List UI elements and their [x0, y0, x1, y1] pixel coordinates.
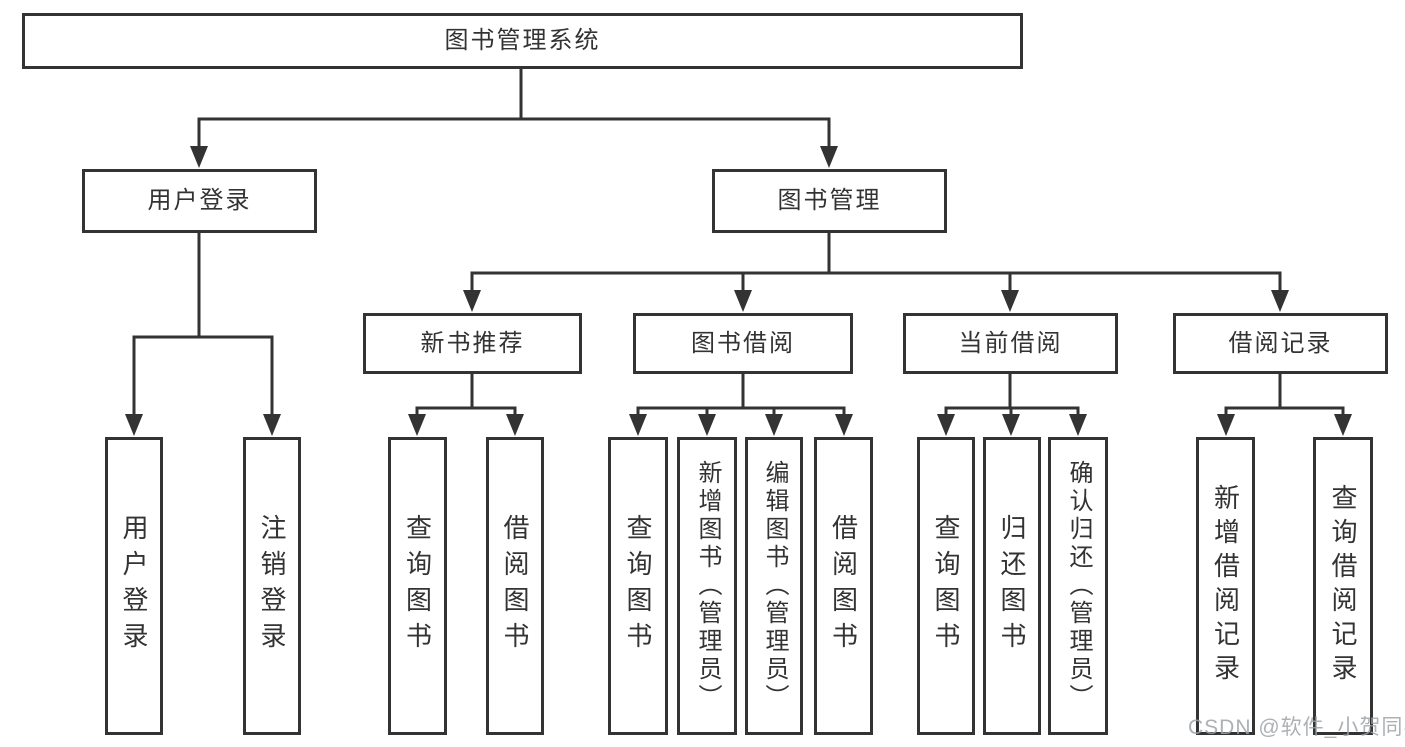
leaf-label: 借阅图书	[828, 514, 859, 658]
leaf-edit-books-admin: 编辑图书（管理员）	[745, 437, 803, 735]
leaf-add-borrow-record: 新增借阅记录	[1196, 437, 1255, 735]
leaf-label: 编辑图书（管理员）	[761, 460, 788, 712]
arrowhead-icon	[765, 414, 783, 436]
leaf-label: 新增借阅记录	[1210, 484, 1241, 688]
leaf-confirm-return-admin: 确认归还（管理员）	[1048, 437, 1108, 735]
node-label: 借阅记录	[1228, 329, 1333, 357]
leaf-user-login: 用户登录	[105, 437, 163, 735]
arrowhead-icon	[1002, 414, 1020, 436]
arrowhead-icon	[937, 414, 955, 436]
arrowhead-icon	[1001, 290, 1019, 312]
arrowhead-icon	[463, 290, 481, 312]
leaf-newbook-query-books: 查询图书	[388, 437, 447, 735]
leaf-add-books-admin: 新增图书（管理员）	[677, 437, 737, 735]
arrowhead-icon	[1217, 414, 1235, 436]
arrowhead-icon	[263, 414, 281, 436]
leaf-borrowing-query-books: 查询图书	[608, 437, 668, 735]
node-label: 图书管理	[777, 187, 882, 214]
edge-level3-bar	[470, 271, 1282, 294]
leaf-current-query-books: 查询图书	[917, 437, 975, 735]
arrowhead-icon	[1069, 414, 1087, 436]
node-book-borrowing: 图书借阅	[633, 313, 853, 374]
arrowhead-icon	[190, 146, 208, 168]
leaf-label: 查询图书	[931, 514, 961, 658]
edge-records-bar	[1224, 406, 1345, 418]
node-new-book-recommendation: 新书推荐	[363, 313, 582, 374]
leaf-label: 归还图书	[997, 514, 1027, 658]
node-label: 当前借阅	[958, 329, 1063, 357]
leaf-query-borrow-record: 查询借阅记录	[1313, 437, 1373, 735]
arrowhead-icon	[629, 414, 647, 436]
edge-userlogin-bar	[132, 335, 274, 418]
arrowhead-icon	[1271, 290, 1289, 312]
leaf-label: 借阅图书	[500, 514, 530, 658]
leaf-label: 查询图书	[402, 514, 433, 658]
node-user-login: 用户登录	[82, 169, 317, 233]
node-library-management-system: 图书管理系统	[22, 13, 1023, 69]
node-borrowing-records: 借阅记录	[1173, 313, 1388, 374]
leaf-label: 查询图书	[623, 514, 653, 658]
leaf-newbook-borrow-books: 借阅图书	[486, 437, 544, 735]
edge-level2-bar	[197, 117, 831, 150]
edge-newbook-bar	[415, 406, 517, 418]
edge-current-bar	[944, 406, 1080, 418]
edge-borrow-bar	[636, 406, 846, 418]
arrowhead-icon	[734, 290, 752, 312]
leaf-return-books: 归还图书	[983, 437, 1041, 735]
leaf-borrowing-borrow-books: 借阅图书	[814, 437, 873, 735]
leaf-label: 确认归还（管理员）	[1065, 460, 1092, 712]
node-label: 新书推荐	[420, 329, 525, 357]
arrowhead-icon	[408, 414, 426, 436]
arrowhead-icon	[820, 146, 838, 168]
arrowhead-icon	[698, 414, 716, 436]
leaf-label: 新增图书（管理员）	[694, 460, 721, 712]
arrowhead-icon	[506, 414, 524, 436]
node-current-borrowing: 当前借阅	[903, 313, 1118, 374]
leaf-label: 查询借阅记录	[1328, 484, 1358, 688]
leaf-label: 注销登录	[257, 514, 287, 658]
node-book-management: 图书管理	[712, 169, 947, 233]
node-label: 用户登录	[147, 187, 252, 214]
arrowhead-icon	[125, 414, 143, 436]
leaf-logout: 注销登录	[243, 437, 301, 735]
node-label: 图书管理系统	[444, 27, 601, 54]
arrowhead-icon	[1334, 414, 1352, 436]
leaf-label: 用户登录	[119, 514, 149, 658]
arrowhead-icon	[835, 414, 853, 436]
node-label: 图书借阅	[691, 329, 795, 357]
watermark: CSDN @软件_小贺同学	[1188, 716, 1405, 739]
